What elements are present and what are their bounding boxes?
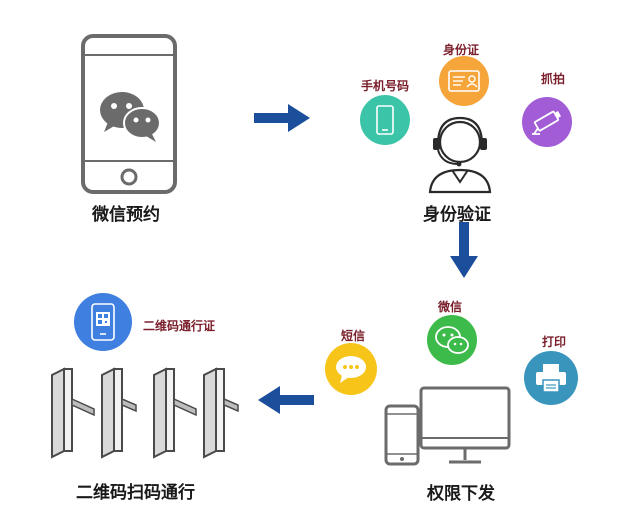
qr-pass-circle [74,293,132,351]
wechat-logo-icon [98,90,162,142]
id-card-icon [448,70,480,92]
sms-channel-circle [325,343,377,395]
turnstile-gates-icon [40,365,245,465]
arrow-left-icon [258,386,314,414]
id-card-circle [439,56,489,106]
step-permission-issue-label: 权限下发 [427,484,495,504]
id-card-label: 身份证 [443,43,480,57]
capture-label: 抓拍 [541,72,566,86]
phone-number-label: 手机号码 [361,79,410,93]
operator-headset-icon [422,106,498,194]
arrow-down-icon [450,222,478,278]
step-identity-verification-label: 身份验证 [423,205,491,225]
monitor-and-phone-icon [383,384,513,472]
step-qr-scan-pass-label: 二维码扫码通行 [76,483,195,503]
print-channel-circle [524,351,578,405]
step-wechat-booking-label: 微信预约 [92,205,160,225]
arrow-right-icon [254,104,310,132]
qr-code-phone-icon [91,303,115,341]
surveillance-camera-icon [532,110,561,135]
sms-bubble-icon [336,356,366,383]
phone-number-circle [360,95,410,145]
wechat-channel-circle [427,315,477,365]
print-channel-label: 打印 [542,335,567,349]
wechat-icon [435,326,469,354]
printer-icon [536,364,566,393]
mobile-phone-icon [376,105,394,135]
sms-channel-label: 短信 [341,329,366,343]
capture-circle [522,97,572,147]
wechat-channel-label: 微信 [438,300,463,314]
qr-pass-label: 二维码通行证 [143,319,216,333]
